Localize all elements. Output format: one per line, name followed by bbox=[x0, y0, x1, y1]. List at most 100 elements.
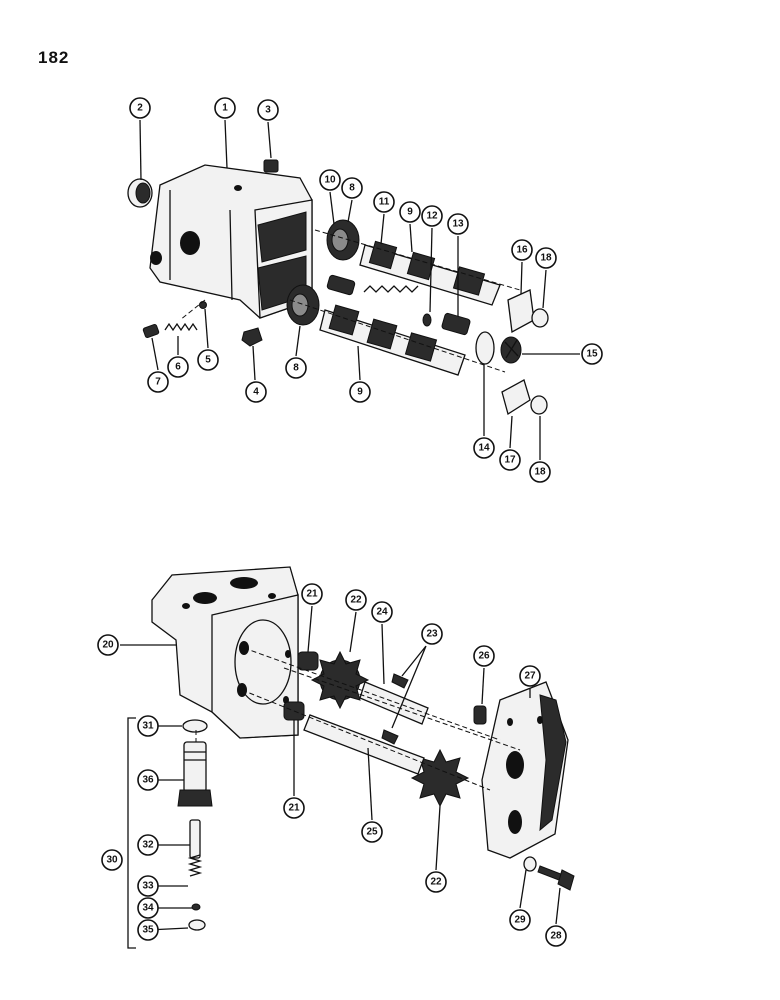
callout-14: 14 bbox=[473, 437, 495, 459]
sleeve-13 bbox=[441, 312, 471, 336]
snap-ring-18-upper bbox=[531, 308, 549, 328]
svg-text:27: 27 bbox=[524, 671, 536, 682]
spring-11 bbox=[363, 285, 419, 293]
spool-9-upper bbox=[359, 240, 501, 306]
callout-31: 31 bbox=[137, 715, 159, 737]
svg-text:20: 20 bbox=[102, 640, 114, 651]
plunger-10 bbox=[326, 274, 356, 296]
svg-text:18: 18 bbox=[534, 467, 546, 478]
callout-16: 16 bbox=[511, 239, 533, 261]
plate-17 bbox=[501, 379, 531, 416]
spring-33 bbox=[187, 854, 203, 877]
seal-8-lower bbox=[286, 284, 320, 326]
page-number: 182 bbox=[38, 48, 70, 67]
callout-3: 3 bbox=[257, 99, 279, 121]
callout-26: 26 bbox=[473, 645, 495, 667]
callout-10: 10 bbox=[319, 169, 341, 191]
shaft-24 bbox=[359, 681, 429, 725]
washer-34 bbox=[191, 903, 201, 911]
svg-text:32: 32 bbox=[142, 840, 154, 851]
callout-5: 5 bbox=[197, 349, 219, 371]
o-ring-31 bbox=[182, 719, 208, 733]
svg-text:28: 28 bbox=[550, 931, 562, 942]
plug-3 bbox=[263, 159, 279, 173]
callout-24: 24 bbox=[371, 601, 393, 623]
svg-text:11: 11 bbox=[379, 197, 390, 208]
svg-text:13: 13 bbox=[452, 219, 464, 230]
svg-text:31: 31 bbox=[142, 721, 154, 732]
callout-15: 15 bbox=[581, 343, 603, 365]
plug-4 bbox=[241, 327, 263, 347]
callout-1: 1 bbox=[214, 97, 236, 119]
svg-text:12: 12 bbox=[426, 211, 438, 222]
plug-2 bbox=[127, 178, 153, 208]
svg-text:5: 5 bbox=[205, 355, 211, 366]
callout-6: 6 bbox=[167, 356, 189, 378]
svg-text:35: 35 bbox=[142, 925, 154, 936]
callout-22-lower: 22 bbox=[425, 871, 447, 893]
callout-8-lower: 8 bbox=[285, 357, 307, 379]
svg-text:25: 25 bbox=[366, 827, 378, 838]
pump-cover bbox=[481, 681, 569, 859]
svg-text:36: 36 bbox=[142, 775, 154, 786]
seal-8-upper bbox=[326, 219, 360, 261]
svg-text:22: 22 bbox=[350, 595, 362, 606]
bushing-21-upper bbox=[297, 651, 319, 671]
svg-text:8: 8 bbox=[349, 183, 355, 194]
callout-8-upper: 8 bbox=[341, 177, 363, 199]
cap-15 bbox=[500, 336, 522, 364]
callout-30: 30 bbox=[101, 849, 123, 871]
key-23-upper bbox=[391, 673, 409, 689]
callout-32: 32 bbox=[137, 834, 159, 856]
svg-text:34: 34 bbox=[142, 903, 154, 914]
callout-20: 20 bbox=[97, 634, 119, 656]
ball-5 bbox=[199, 301, 207, 309]
shaft-25 bbox=[303, 714, 425, 775]
callout-4: 4 bbox=[245, 381, 267, 403]
callout-17: 17 bbox=[499, 449, 521, 471]
svg-text:1: 1 bbox=[222, 103, 228, 114]
svg-text:6: 6 bbox=[175, 362, 181, 373]
callout-11: 11 bbox=[373, 191, 395, 213]
svg-text:14: 14 bbox=[478, 443, 490, 454]
valve-body-housing bbox=[149, 164, 313, 319]
svg-text:21: 21 bbox=[306, 589, 318, 600]
callout-35: 35 bbox=[137, 919, 159, 941]
svg-text:15: 15 bbox=[586, 349, 598, 360]
key-23-lower bbox=[381, 729, 399, 745]
callout-28: 28 bbox=[545, 925, 567, 947]
svg-text:24: 24 bbox=[376, 607, 388, 618]
valve-body-36 bbox=[177, 741, 213, 807]
spool-9-lower bbox=[319, 304, 466, 376]
svg-text:22: 22 bbox=[430, 877, 442, 888]
svg-text:16: 16 bbox=[516, 245, 528, 256]
snap-ring-18-lower bbox=[530, 395, 548, 415]
callout-34: 34 bbox=[137, 897, 159, 919]
callout-22-upper: 22 bbox=[345, 589, 367, 611]
callout-9-upper: 9 bbox=[399, 201, 421, 223]
svg-text:3: 3 bbox=[265, 105, 271, 116]
snap-ring-35 bbox=[188, 919, 206, 931]
svg-text:2: 2 bbox=[137, 103, 143, 114]
gasket-14 bbox=[475, 331, 495, 365]
callout-33: 33 bbox=[137, 875, 159, 897]
callout-25: 25 bbox=[361, 821, 383, 843]
svg-text:33: 33 bbox=[142, 881, 154, 892]
svg-text:21: 21 bbox=[288, 803, 300, 814]
callout-21-lower: 21 bbox=[283, 797, 305, 819]
svg-text:29: 29 bbox=[514, 915, 526, 926]
plug-7 bbox=[142, 323, 160, 339]
svg-text:26: 26 bbox=[478, 651, 490, 662]
callout-29: 29 bbox=[509, 909, 531, 931]
svg-text:23: 23 bbox=[426, 629, 438, 640]
washer-12 bbox=[422, 313, 432, 327]
callout-21-upper: 21 bbox=[301, 583, 323, 605]
callout-12: 12 bbox=[421, 205, 443, 227]
callout-18-lower: 18 bbox=[529, 461, 551, 483]
callout-9-lower: 9 bbox=[349, 381, 371, 403]
callout-23: 23 bbox=[421, 623, 443, 645]
svg-text:8: 8 bbox=[293, 363, 299, 374]
dowel-pin-26 bbox=[473, 705, 487, 725]
svg-text:18: 18 bbox=[540, 253, 552, 264]
